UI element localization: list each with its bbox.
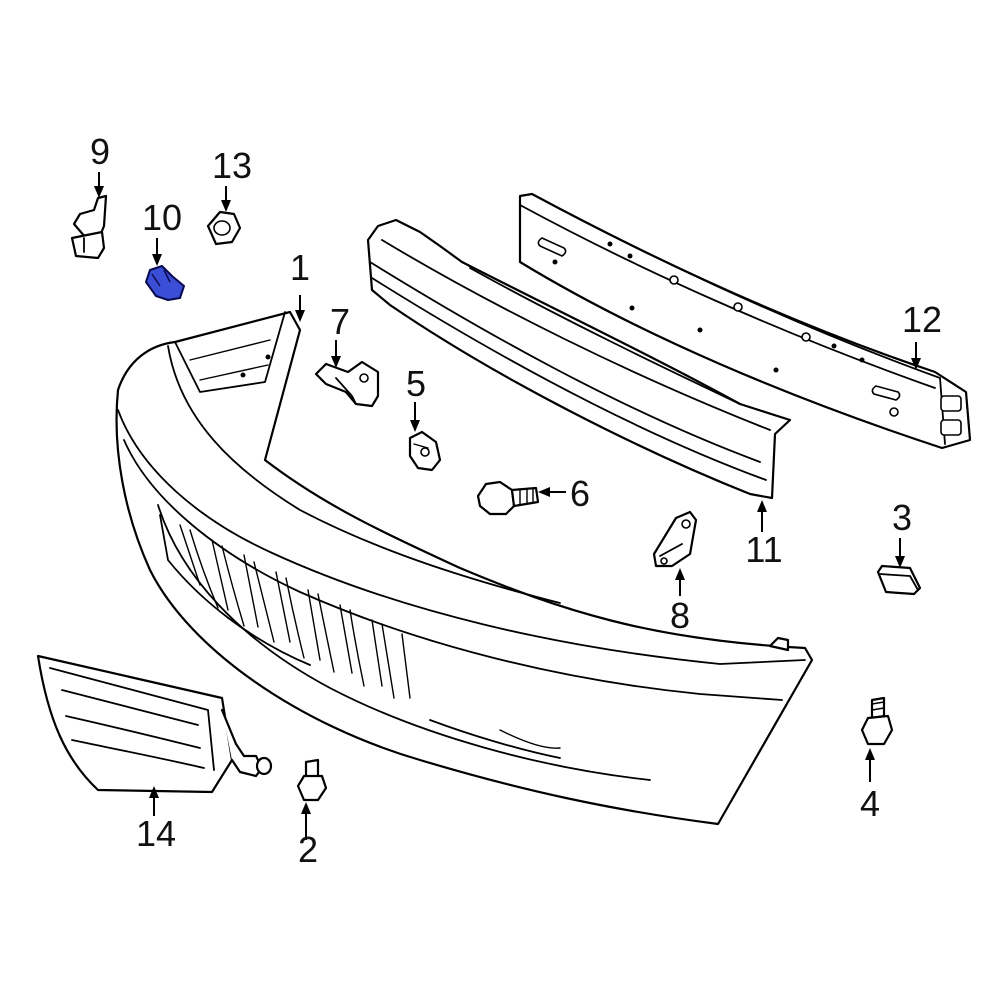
callout-2: 2 [298,829,318,870]
callout-labels: 1 2 3 4 5 6 7 8 9 10 11 12 13 14 [90,131,942,870]
part-7-bracket[interactable] [314,360,380,408]
part-2-retainer[interactable] [296,758,328,802]
callout-9: 9 [90,131,110,172]
part-3-pad[interactable] [876,564,922,596]
callout-14: 14 [136,813,176,854]
part-14-fog-lamp[interactable] [36,654,273,794]
part-12-reinforcement-beam[interactable] [518,192,972,450]
leader-arrows [94,172,921,840]
callout-12: 12 [902,299,942,340]
callout-4: 4 [860,783,880,824]
callout-13: 13 [212,145,252,186]
callout-1: 1 [290,247,310,288]
callout-6: 6 [570,473,590,514]
callout-8: 8 [670,595,690,636]
part-10-clip-highlighted[interactable] [145,265,185,301]
part-5-bracket[interactable] [408,430,442,472]
callout-5: 5 [406,363,426,404]
part-9-clip[interactable] [70,194,108,260]
callout-11: 11 [745,529,782,570]
part-13-nut[interactable] [206,210,242,246]
part-11-energy-absorber[interactable] [366,218,792,500]
callout-7: 7 [330,301,350,342]
part-1-bumper-cover[interactable] [115,310,814,826]
callout-10: 10 [142,197,182,238]
part-6-bolt[interactable] [476,480,540,516]
part-4-retainer[interactable] [860,696,894,746]
callout-3: 3 [892,497,912,538]
part-8-bracket[interactable] [652,510,698,568]
